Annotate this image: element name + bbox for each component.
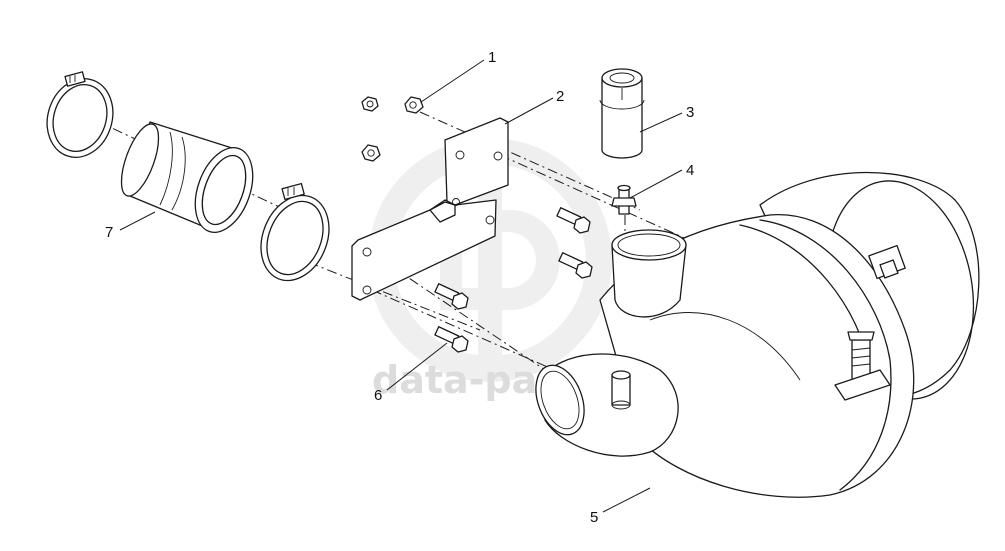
nut-2 xyxy=(404,96,424,114)
mounting-bracket xyxy=(351,117,509,301)
nut-3 xyxy=(361,144,381,162)
clamp-latch xyxy=(868,244,906,280)
leader-lines xyxy=(119,59,683,513)
adapter-fitting xyxy=(611,184,637,215)
bolt-upper-right-2 xyxy=(558,252,593,279)
air-cleaner-housing xyxy=(535,171,980,498)
callout-3: 3 xyxy=(686,104,694,121)
callout-6: 6 xyxy=(374,387,382,404)
bolt-lower-1 xyxy=(434,283,469,310)
bolt-upper-right-1 xyxy=(556,207,591,234)
callout-5: 5 xyxy=(590,509,598,526)
callout-1: 1 xyxy=(488,49,496,66)
hose-clamp-left xyxy=(46,71,114,158)
nut-1 xyxy=(361,96,379,112)
callout-2: 2 xyxy=(556,88,564,105)
hose-clamp-right xyxy=(260,182,330,282)
service-indicator xyxy=(599,68,645,159)
bolt-lower-2 xyxy=(434,326,469,353)
rubber-hose-reducer xyxy=(120,121,254,233)
callout-7: 7 xyxy=(105,224,113,241)
callout-4: 4 xyxy=(686,162,694,179)
band-bolt xyxy=(834,331,891,401)
